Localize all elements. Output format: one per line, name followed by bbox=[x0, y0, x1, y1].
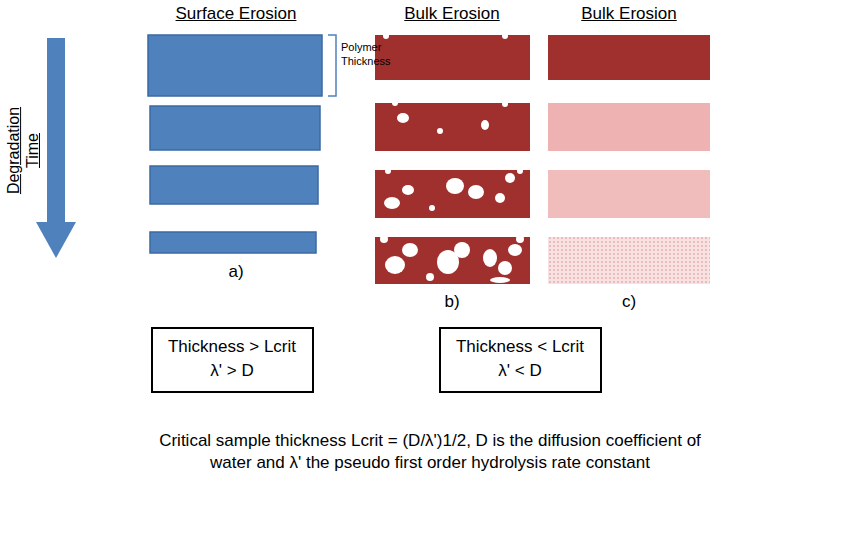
dimension-label: Polymer Thickness bbox=[341, 40, 397, 68]
surface-slabs bbox=[148, 35, 322, 253]
panel-letter: c) bbox=[622, 292, 636, 312]
axis-label: Degradation bbox=[5, 106, 24, 193]
bulk-pores bbox=[375, 33, 530, 284]
condition-box: Thickness < Lcritλ' < D bbox=[439, 327, 602, 393]
rate-relation: λ' < D bbox=[455, 359, 586, 383]
condition-box: Thickness > Lcritλ' > D bbox=[151, 327, 314, 393]
panel-letter: a) bbox=[228, 262, 243, 282]
panel-heading: Surface Erosion bbox=[176, 4, 297, 24]
rate-relation: λ' > D bbox=[167, 359, 298, 383]
panel-heading: Bulk Erosion bbox=[404, 4, 499, 24]
bulk-fading bbox=[548, 35, 710, 284]
condition-text: Thickness < Lcrit bbox=[455, 335, 586, 359]
axis-label: Time bbox=[23, 133, 42, 168]
panel-letter: b) bbox=[444, 292, 459, 312]
panel-heading: Bulk Erosion bbox=[581, 4, 676, 24]
caption: Critical sample thickness Lcrit = (D/λ')… bbox=[150, 430, 710, 474]
time-arrow bbox=[36, 38, 76, 258]
condition-text: Thickness > Lcrit bbox=[167, 335, 298, 359]
thickness-bracket bbox=[328, 35, 336, 96]
